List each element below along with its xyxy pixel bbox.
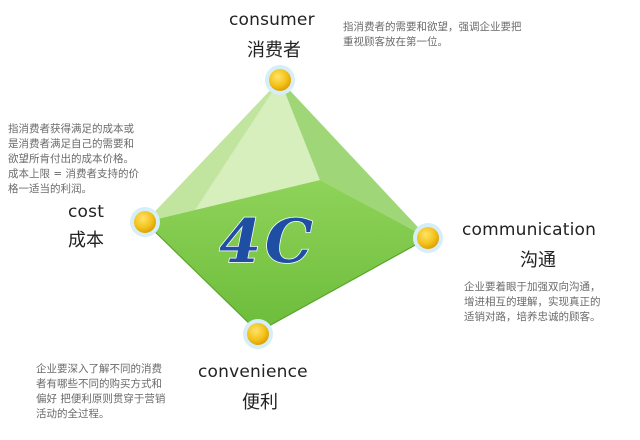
convenience-label-cn: 便利 xyxy=(242,392,278,413)
cost-description: 指消费者获得满足的成本或 是消费者满足自己的需要和 欲望所肯付出的成本价格。 成… xyxy=(8,123,139,195)
pyramid-face-front-right xyxy=(280,80,428,238)
consumer-description: 指消费者的需要和欲望，强调企业要把 重视顾客放在第一位。 xyxy=(343,21,522,48)
pyramid-face-left xyxy=(145,80,280,222)
communication-label-cn: 沟通 xyxy=(520,250,556,271)
cost-label-en: cost xyxy=(68,202,105,222)
consumer-label-en: consumer xyxy=(229,10,315,30)
communication-label-en: communication xyxy=(462,220,597,240)
pyramid-base xyxy=(145,180,428,332)
convenience-description: 企业要深入了解不同的消费 者有哪些不同的购买方式和 偏好 把便利原则贯穿于营销 … xyxy=(36,363,166,420)
node-consumer xyxy=(265,65,295,95)
cost-label-cn: 成本 xyxy=(68,230,104,251)
consumer-label-cn: 消费者 xyxy=(247,40,301,61)
node-cost xyxy=(130,207,160,237)
communication-description: 企业要着眼于加强双向沟通， 增进相互的理解，实现真正的 适销对路，培养忠诚的顾客… xyxy=(464,281,601,323)
node-convenience xyxy=(243,319,273,349)
center-4c-label: 4C xyxy=(219,207,317,277)
node-communication xyxy=(413,223,443,253)
convenience-label-en: convenience xyxy=(198,362,308,382)
